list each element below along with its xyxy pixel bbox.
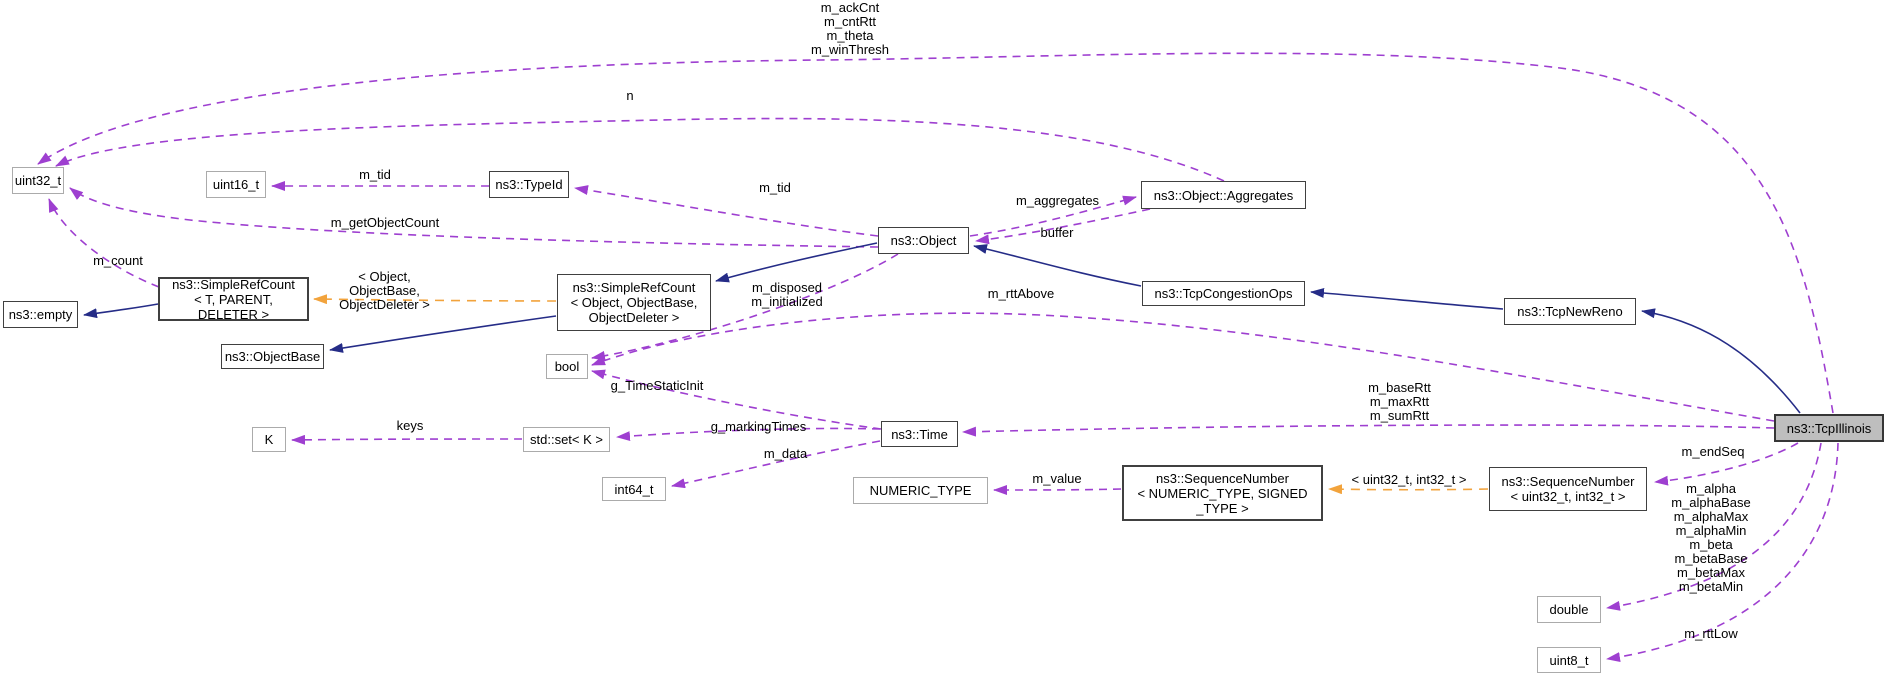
edge-label-m-data: m_data	[763, 446, 808, 461]
edge-g-markingtimes	[616, 427, 881, 442]
edge-m-ackcnt-group	[37, 52, 1834, 414]
edge-m-basertt-group	[962, 424, 1775, 437]
node-ns3-tcpcongestionops[interactable]: ns3::TcpCongestionOps	[1142, 281, 1305, 306]
edge-label-m-rttlow: m_rttLow	[1684, 626, 1738, 641]
edge-m-disposed	[591, 253, 899, 361]
edge-inherit-simplerefcount-obj	[715, 242, 878, 283]
node-int64-t: int64_t	[602, 477, 666, 501]
edge-label-m-endseq: m_endSeq	[1681, 444, 1745, 459]
edge-label-g-markingtimes: g_markingTimes	[710, 419, 807, 434]
node-ns3-tcpillinois: ns3::TcpIllinois	[1774, 414, 1884, 442]
edge-m-aggregates	[969, 195, 1137, 237]
node-ns3-tcpnewreno[interactable]: ns3::TcpNewReno	[1504, 298, 1636, 325]
node-ns3-object[interactable]: ns3::Object	[878, 227, 969, 254]
node-k: K	[252, 427, 286, 452]
edge-label-m-rttabove: m_rttAbove	[987, 286, 1055, 301]
node-std-set-k: std::set< K >	[523, 427, 610, 452]
edge-m-alpha-group	[1606, 442, 1822, 611]
edge-m-data	[671, 440, 881, 489]
node-uint32-t: uint32_t	[12, 167, 64, 194]
edge-label-g-timestaticinit: g_TimeStaticInit	[610, 378, 704, 393]
edge-inherit-tcpnewreno	[1641, 308, 1801, 414]
node-bool: bool	[546, 354, 588, 379]
node-uint16-t: uint16_t	[206, 171, 266, 198]
edge-m-count	[48, 198, 160, 288]
node-numeric-type: NUMERIC_TYPE	[853, 477, 988, 504]
edge-inherit-objectbase	[329, 315, 557, 353]
edge-label-m-count: m_count	[93, 253, 143, 268]
node-ns3-sequencenumber-uint32[interactable]: ns3::SequenceNumber < uint32_t, int32_t …	[1489, 467, 1647, 511]
edge-m-value	[993, 484, 1122, 495]
node-double: double	[1537, 596, 1601, 623]
edge-label-alpha-beta-group: m_alpha m_alphaBase m_alphaMax m_alphaMi…	[1671, 481, 1751, 594]
edge-label-keys: keys	[396, 418, 424, 433]
node-ns3-time[interactable]: ns3::Time	[881, 421, 958, 447]
edge-m-rttabove	[591, 312, 1775, 422]
edge-label-buffer: buffer	[1040, 225, 1074, 240]
node-ns3-typeid[interactable]: ns3::TypeId	[489, 171, 569, 198]
edge-label-template-object: < Object, ObjectBase, ObjectDeleter >	[339, 269, 430, 312]
edge-label-basertt-group: m_baseRtt m_maxRtt m_sumRtt	[1368, 380, 1431, 423]
edge-keys	[291, 434, 523, 445]
edge-label-ackcnt-group: m_ackCnt m_cntRtt m_theta m_winThresh	[810, 0, 890, 57]
edge-buffer	[975, 208, 1151, 245]
node-ns3-empty[interactable]: ns3::empty	[3, 301, 78, 328]
edge-label-m-value: m_value	[1032, 471, 1082, 486]
edge-template-simplerefcount	[313, 294, 557, 305]
edge-n	[55, 117, 1225, 182]
edge-label-m-tid-1: m_tid	[359, 167, 391, 182]
edge-m-getobjectcount	[69, 187, 879, 248]
node-ns3-object-aggregates[interactable]: ns3::Object::Aggregates	[1141, 181, 1306, 209]
edge-label-m-getobjectcount: m_getObjectCount	[330, 215, 440, 230]
node-ns3-simplerefcount-template[interactable]: ns3::SimpleRefCount < T, PARENT, DELETER…	[158, 277, 309, 322]
edge-m-rttlow	[1606, 442, 1839, 662]
edge-inherit-empty	[83, 303, 159, 319]
edge-template-sequencenumber	[1328, 484, 1489, 495]
edge-label-m-tid-2: m_tid	[759, 180, 791, 195]
node-ns3-objectbase[interactable]: ns3::ObjectBase	[221, 344, 324, 369]
edge-m-tid-object	[574, 185, 879, 237]
edge-label-disposed-group: m_disposed m_initialized	[751, 280, 823, 309]
edge-label-m-aggregates: m_aggregates	[1015, 193, 1100, 208]
edge-inherit-tcpcongestionops	[1310, 288, 1504, 310]
edge-inherit-object	[973, 244, 1142, 287]
edge-g-timestaticinit	[591, 369, 882, 430]
edge-label-n: n	[626, 88, 634, 103]
edge-m-endseq	[1654, 442, 1799, 486]
node-ns3-simplerefcount-object[interactable]: ns3::SimpleRefCount < Object, ObjectBase…	[557, 274, 711, 331]
node-ns3-sequencenumber-template[interactable]: ns3::SequenceNumber < NUMERIC_TYPE, SIGN…	[1122, 465, 1323, 521]
edge-label-template-uint32: < uint32_t, int32_t >	[1351, 472, 1467, 487]
node-uint8-t: uint8_t	[1537, 647, 1601, 673]
